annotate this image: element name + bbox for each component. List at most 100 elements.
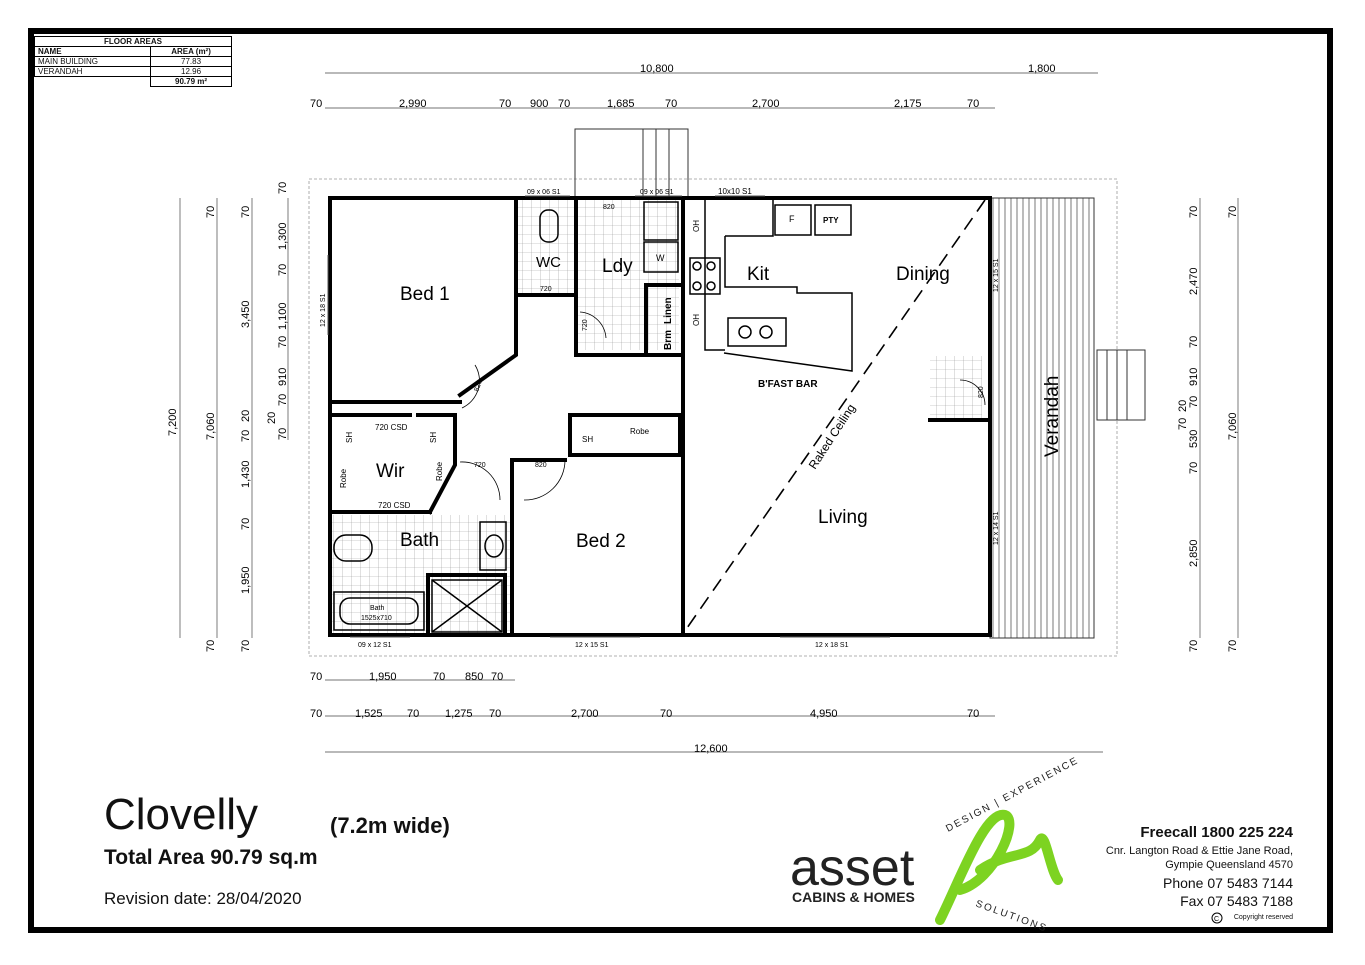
dim-text: 20 (266, 412, 278, 424)
window-label: 12 x 14 S1 (993, 511, 1000, 545)
dim-text: 70 (277, 264, 289, 276)
dim-text: 70 (240, 430, 252, 442)
window-label: 09 x 06 S1 (527, 189, 561, 196)
door-820: 820 (535, 462, 547, 469)
door-820: 820 (978, 386, 985, 398)
dim-text: 1,275 (445, 708, 473, 720)
dim-text: 7,060 (205, 412, 217, 440)
dim-text: 70 (1188, 206, 1200, 218)
dim-text: 70 (205, 640, 217, 652)
shelf-label: SH (429, 432, 438, 443)
dim-text: 1,525 (355, 708, 383, 720)
washer-label: W (656, 253, 665, 263)
bfast-bar-label: B'FAST BAR (758, 379, 818, 390)
door-720: 720 (540, 286, 552, 293)
dim-text: 70 (1188, 396, 1200, 408)
dim-text: 3,450 (240, 300, 252, 328)
csd-label: 720 CSD (375, 423, 408, 432)
csd-label: 720 CSD (378, 501, 411, 510)
window-label: 10x10 S1 (718, 187, 752, 196)
dim-text: 20 (240, 410, 252, 422)
room-bed2: Bed 2 (576, 531, 626, 552)
dim-text: 2,470 (1188, 267, 1200, 295)
dim-text: 70 (310, 708, 322, 720)
raked-ceiling-label: Raked Ceiling (806, 401, 858, 471)
dim-text: 70 (1177, 418, 1189, 430)
window-label: 12 x 15 S1 (993, 258, 1000, 292)
dim-text: 70 (660, 708, 672, 720)
room-dining: Dining (896, 264, 950, 285)
dim-text: 70 (1227, 206, 1239, 218)
dim-text: 910 (277, 368, 289, 386)
dim-text: 70 (499, 98, 511, 110)
shelf-label: SH (582, 435, 593, 444)
plan-name: Clovelly (104, 790, 259, 839)
dim-text: 10,800 (640, 63, 674, 75)
copyright-text: Copyright reserved (1233, 914, 1293, 921)
dim-text: 70 (277, 182, 289, 194)
dim-text: 70 (1188, 462, 1200, 474)
table-row: 90.79 m² (34, 76, 232, 87)
linen-label: Linen (663, 297, 674, 324)
window-label: 09 x 12 S1 (358, 642, 392, 649)
room-bath: Bath (400, 530, 439, 551)
bath-fixture-label: Bath (370, 605, 385, 612)
window-label: 12 x 15 S1 (575, 642, 609, 649)
bath-size-label: 1525x710 (361, 615, 392, 622)
dim-text: 7,060 (1227, 412, 1239, 440)
dim-text: 1,100 (277, 302, 289, 330)
drawing-frame (28, 28, 1333, 933)
logo-swoosh-icon (935, 809, 1063, 925)
brand-logo: asset CABINS & HOMES DESIGN | EXPERIENCE… (790, 755, 1081, 935)
robe-label: Robe (630, 427, 650, 436)
freecall-number: Freecall 1800 225 224 (1140, 824, 1293, 841)
dim-text: 1,950 (369, 671, 397, 683)
dim-text: 70 (240, 518, 252, 530)
dim-text: 70 (1188, 336, 1200, 348)
address-line2: Gympie Queensland 4570 (1165, 859, 1293, 871)
revision-date: Revision date: 28/04/2020 (104, 889, 302, 908)
window-label: 12 x 18 S1 (815, 642, 849, 649)
dim-text: 20 (1177, 400, 1189, 412)
fridge-label: F (789, 214, 795, 224)
dim-text: 70 (1227, 640, 1239, 652)
svg-text:C: C (1214, 916, 1219, 923)
phone-fax: Phone 07 5483 7144 Fax 07 5483 7188 (1163, 874, 1293, 910)
room-living: Living (818, 507, 868, 528)
dim-text: 70 (240, 640, 252, 652)
dim-text: 2,175 (894, 98, 922, 110)
dim-text: 1,950 (240, 566, 252, 594)
room-ldy: Ldy (602, 256, 633, 277)
oven-label: OH (692, 220, 701, 232)
dim-text: 12,600 (694, 743, 728, 755)
dim-text: 910 (1188, 368, 1200, 386)
dim-text: 70 (558, 98, 570, 110)
room-bed1: Bed 1 (400, 284, 450, 305)
total-area: 90.79 m² (150, 76, 232, 87)
dim-text: 70 (277, 394, 289, 406)
window-markers (327, 195, 890, 638)
window-label: 09 x 06 S1 (640, 189, 674, 196)
room-kit: Kit (747, 264, 770, 285)
phone-number: Phone 07 5483 7144 (1162, 875, 1293, 891)
pantry-label: PTY (823, 216, 839, 225)
ring-bottom-text: SOLUTIONS (974, 898, 1049, 934)
fax-number: Fax 07 5483 7188 (1180, 893, 1293, 909)
dim-text: 70 (665, 98, 677, 110)
brand-tagline: CABINS & HOMES (792, 889, 915, 905)
plan-width-note: (7.2m wide) (330, 813, 450, 838)
dim-text: 70 (489, 708, 501, 720)
dim-text: 1,430 (240, 460, 252, 488)
dim-text: 70 (1188, 640, 1200, 652)
dim-text: 70 (205, 206, 217, 218)
floor-areas-table: FLOOR AREAS NAME AREA (m²) MAIN BUILDING… (33, 36, 232, 87)
door-820: 820 (603, 204, 615, 211)
brand-name: asset (790, 839, 915, 897)
room-wir: Wir (376, 461, 405, 482)
address-line1: Cnr. Langton Road & Ettie Jane Road, (1105, 845, 1293, 857)
tiled-floors (332, 200, 982, 633)
oven-label: OH (692, 314, 701, 326)
verandah-deck (989, 197, 1095, 639)
dim-text: 70 (240, 206, 252, 218)
